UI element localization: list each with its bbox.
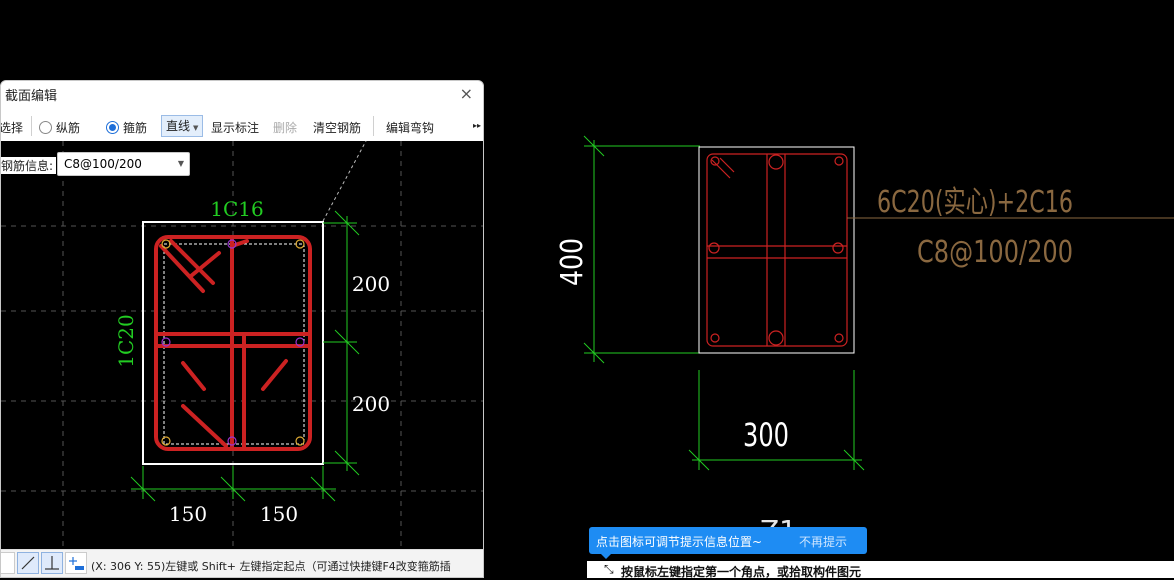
- toolbar-separator: [373, 116, 374, 136]
- resize-cursor-icon: ⤡: [604, 562, 614, 576]
- height-dimension: [583, 135, 700, 364]
- draw-line-icon[interactable]: [17, 552, 39, 574]
- height-dim-text: 400: [555, 238, 590, 286]
- width-dimension: [688, 370, 865, 471]
- section-dim-right-top: 200: [352, 272, 390, 296]
- close-icon[interactable]: ×: [459, 84, 473, 103]
- section-top-label[interactable]: 1C16: [210, 197, 263, 221]
- select-tool-button[interactable]: 选择: [0, 121, 24, 135]
- line-mode-dropdown[interactable]: 直线▼: [161, 115, 204, 137]
- orthogonal-icon[interactable]: [41, 552, 63, 574]
- section-dim-bottom-left: 150: [169, 502, 207, 526]
- rebar-points: [708, 154, 844, 346]
- toolbar-overflow-icon[interactable]: ▸▸: [473, 121, 482, 130]
- rebar-info-value: C8@100/200: [64, 157, 142, 171]
- hint-message: 点击图标可调节提示信息位置~: [596, 535, 763, 549]
- stirrup-group: [706, 153, 848, 347]
- snap-button[interactable]: [1, 552, 15, 574]
- section-dim-bottom-right: 150: [260, 502, 298, 526]
- tooltip-arrow: [600, 553, 612, 559]
- section-side-label[interactable]: 1C20: [114, 314, 138, 367]
- section-dims-bottom: [130, 466, 336, 502]
- chevron-down-icon: ▼: [193, 124, 199, 132]
- stirrup-rebar-note: C8@100/200: [917, 235, 1073, 270]
- dialog-status-bar: (X: 306 Y: 55)左键或 Shift+ 左键指定起点（可通过快捷键F4…: [1, 549, 483, 577]
- longitudinal-radio[interactable]: 纵筋: [39, 119, 80, 136]
- dialog-toolbar: 选择 纵筋 箍筋 直线▼ 显示标注 删除 清空钢筋 编辑弯钩 ▸▸: [0, 111, 483, 141]
- hint-tooltip[interactable]: 点击图标可调节提示信息位置~ 不再提示: [589, 527, 867, 554]
- clear-rebar-button[interactable]: 清空钢筋: [313, 121, 362, 135]
- dismiss-hint-link[interactable]: 不再提示: [799, 535, 848, 549]
- edit-hook-button[interactable]: 编辑弯钩: [386, 121, 435, 135]
- radio-icon: [39, 121, 52, 134]
- rebar-info-select[interactable]: C8@100/200 ▼: [57, 152, 190, 176]
- column-section-outline: [698, 146, 855, 354]
- section-edit-dialog: 截面编辑 × 选择 纵筋 箍筋 直线▼ 显示标注 删除 清空钢筋 编辑弯钩 ▸▸: [0, 80, 484, 578]
- section-drawing[interactable]: 1C16 1C20 200 200 150 150: [1, 140, 484, 549]
- section-rebar-points: [161, 239, 305, 446]
- radio-checked-icon: [106, 121, 119, 134]
- section-outline: [142, 221, 324, 465]
- stirrup-bars: [154, 235, 312, 451]
- command-line: 按鼠标左键指定第一个角点，或拾取构件图元: [587, 561, 1174, 579]
- toolbar-separator: [31, 116, 32, 136]
- width-dim-text: 300: [743, 416, 789, 454]
- longitudinal-radio-label: 纵筋: [56, 121, 81, 135]
- longitudinal-rebar-note: 6C20(实心)+2C16: [877, 185, 1073, 220]
- rebar-info-label: 钢筋信息:: [1, 157, 57, 174]
- stirrup-radio[interactable]: 箍筋: [106, 119, 147, 136]
- delete-button[interactable]: 删除: [273, 121, 298, 135]
- dialog-title: 截面编辑: [5, 89, 58, 104]
- guide-line: [322, 140, 367, 222]
- line-mode-label: 直线: [166, 119, 191, 133]
- section-dims-right: [323, 210, 360, 476]
- show-dimension-button[interactable]: 显示标注: [211, 121, 260, 135]
- section-dim-right-bottom: 200: [352, 392, 390, 416]
- command-prompt-text: 按鼠标左键指定第一个角点，或拾取构件图元: [621, 565, 862, 579]
- chevron-down-icon: ▼: [177, 159, 184, 168]
- stirrup-radio-label: 箍筋: [123, 121, 148, 135]
- add-point-icon[interactable]: [65, 552, 87, 574]
- section-canvas[interactable]: 1C16 1C20 200 200 150 150: [1, 140, 484, 549]
- status-text: (X: 306 Y: 55)左键或 Shift+ 左键指定起点（可通过快捷键F4…: [91, 560, 451, 573]
